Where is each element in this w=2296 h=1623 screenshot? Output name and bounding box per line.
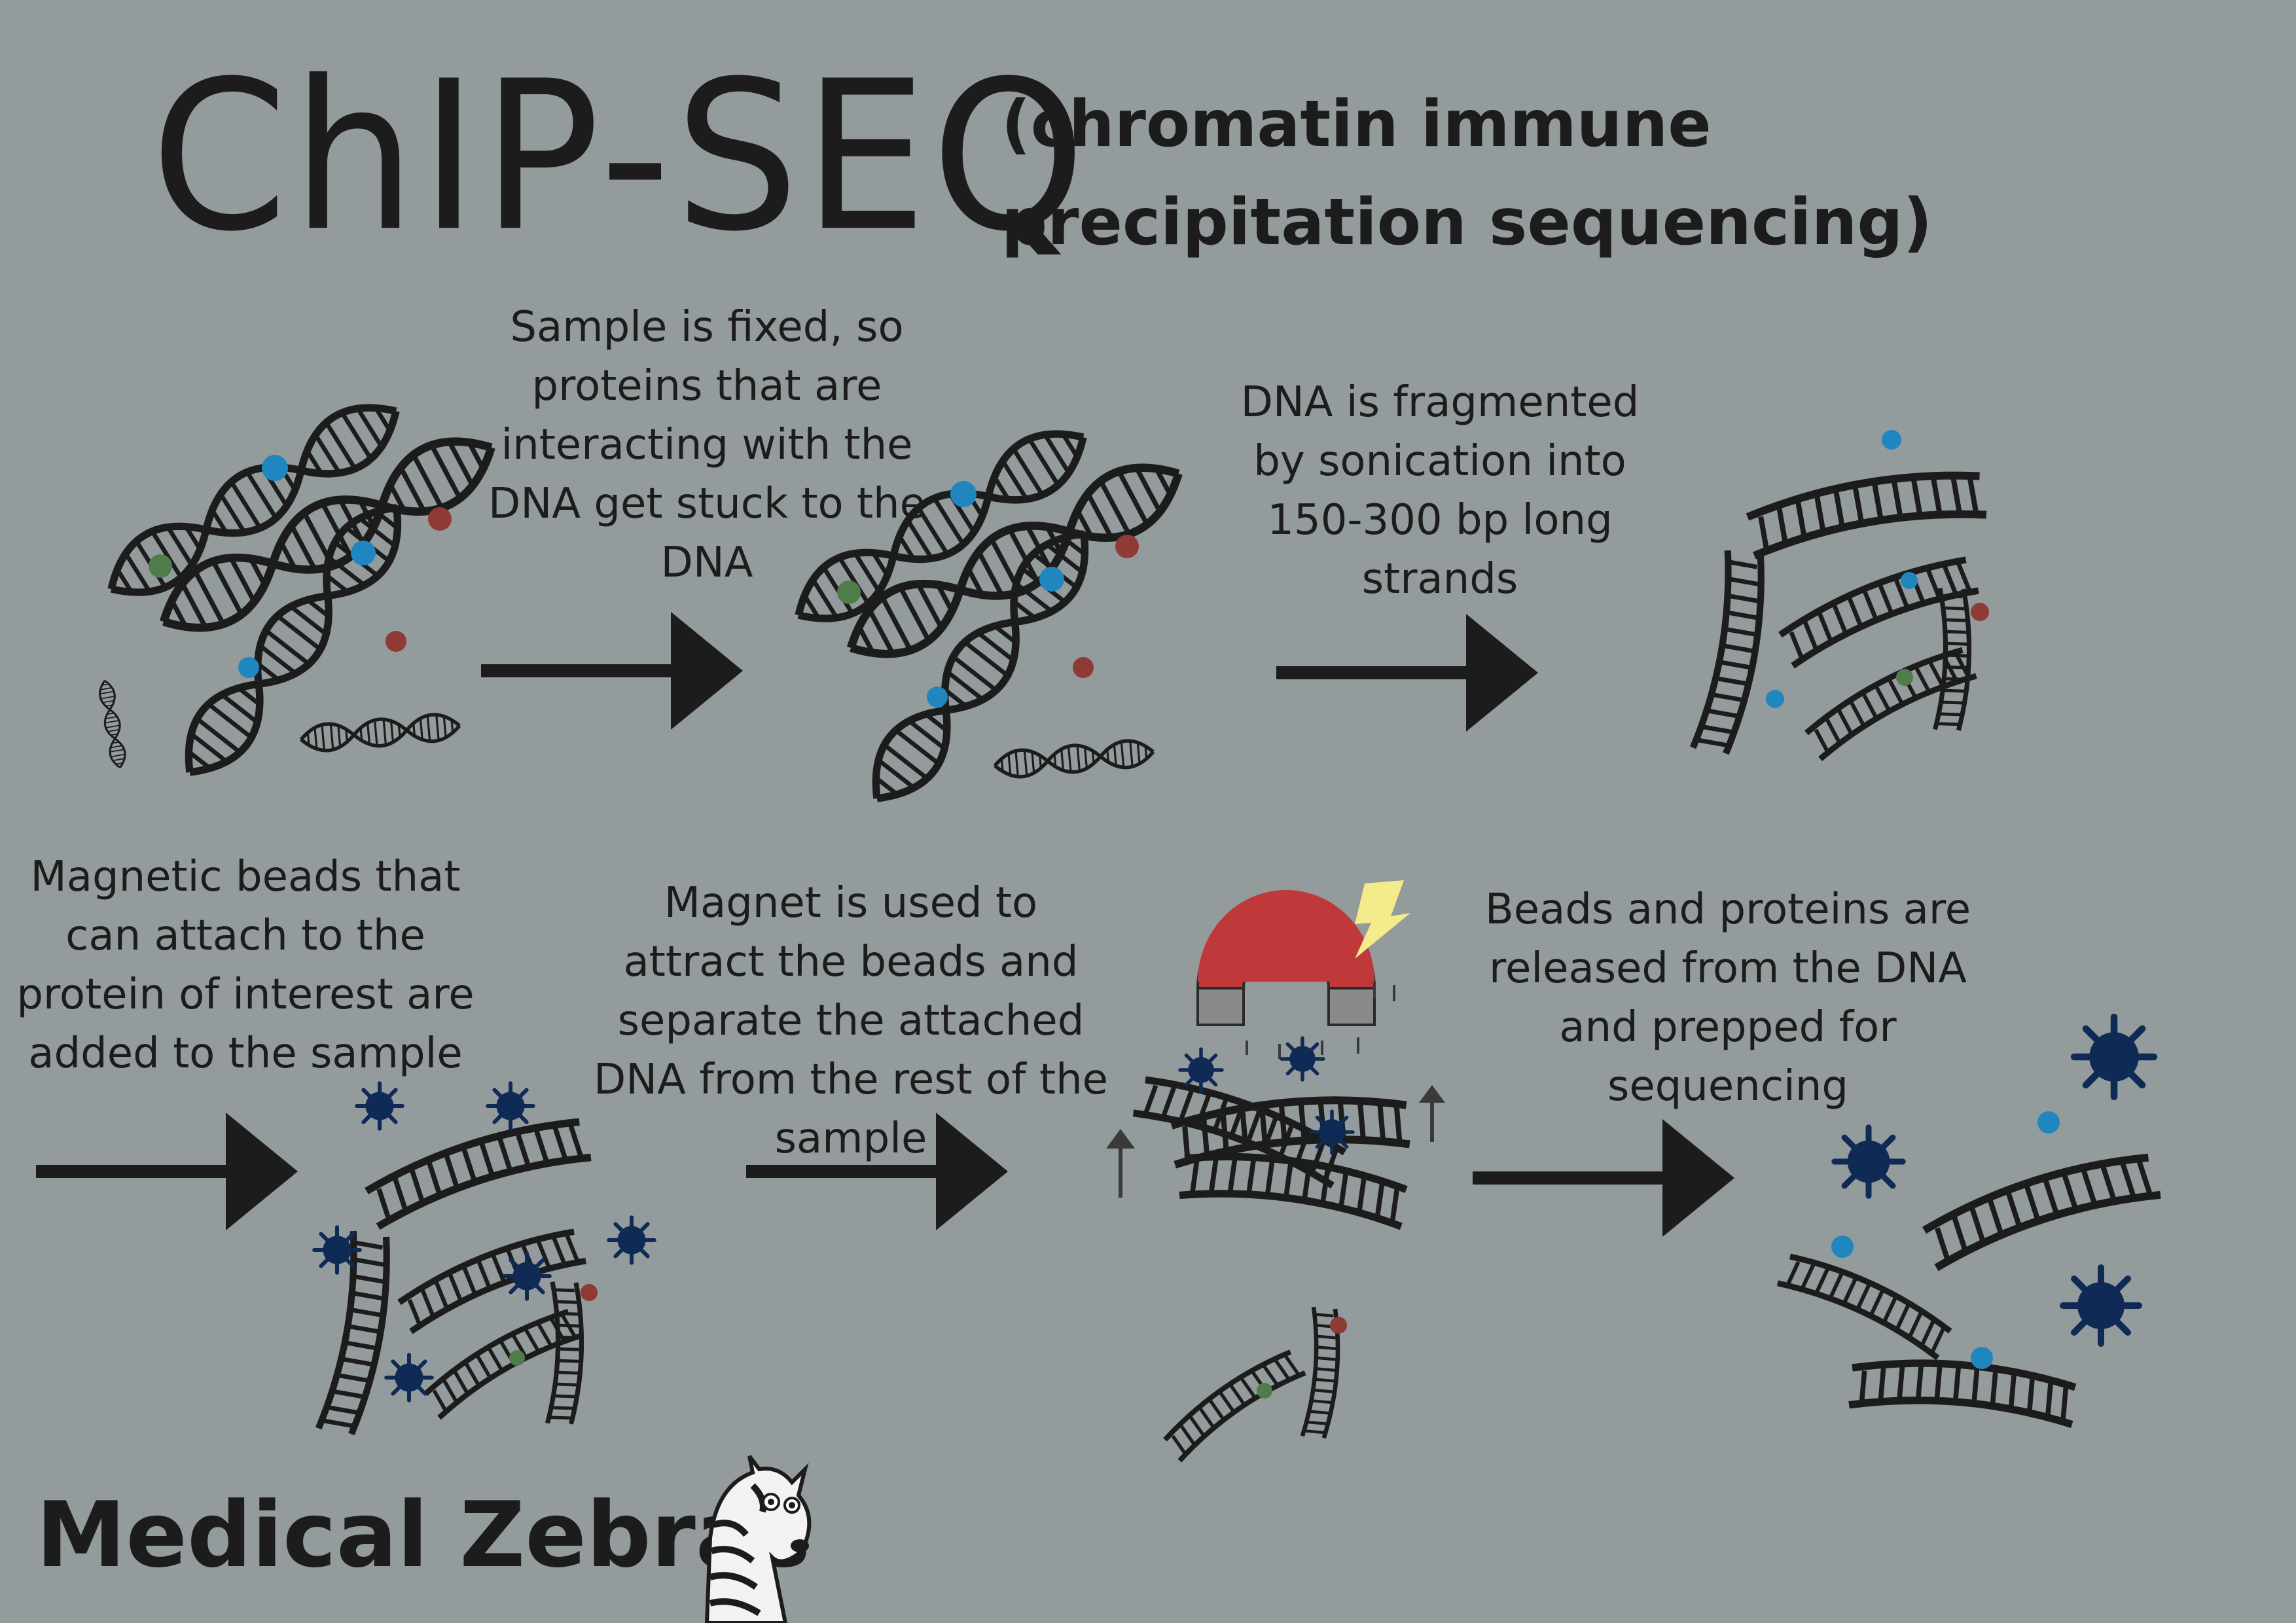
page-subtitle: (chromatin immune precipitation sequenci…: [1001, 87, 1933, 260]
magnet-icon: [1196, 890, 1376, 1026]
brand-logo-text: Medical Zebras: [36, 1482, 811, 1588]
dna-fragments: [319, 1110, 591, 1436]
arrow-right-icon: [1473, 1119, 1734, 1237]
step-5-caption: Beads and proteins are released from the…: [1484, 885, 1971, 1111]
step-4-caption: Magnet is used to attract the beads and …: [593, 879, 1109, 1163]
dna-helix-icon: [96, 387, 505, 789]
step-1-caption: Sample is fixed, so proteins that are in…: [488, 303, 925, 587]
dna-fragments: [1134, 1069, 1410, 1461]
page-title: ChIP-SEQ: [151, 37, 1090, 277]
arrow-right-icon: [481, 612, 743, 730]
lightning-icon: [1355, 880, 1410, 959]
step-3-caption: Magnetic beads that can attach to the pr…: [16, 853, 475, 1078]
step-2-caption: DNA is fragmented by sonication into 150…: [1240, 378, 1640, 603]
dna-helix-icon: [783, 414, 1193, 815]
arrow-right-icon: [36, 1113, 298, 1230]
magnetic-bead-icon: [314, 1083, 655, 1400]
dna-fragments: [1693, 463, 1986, 759]
arrow-right-icon: [1276, 614, 1538, 732]
zebra-icon: [704, 1455, 812, 1623]
arrow-right-icon: [746, 1113, 1008, 1230]
